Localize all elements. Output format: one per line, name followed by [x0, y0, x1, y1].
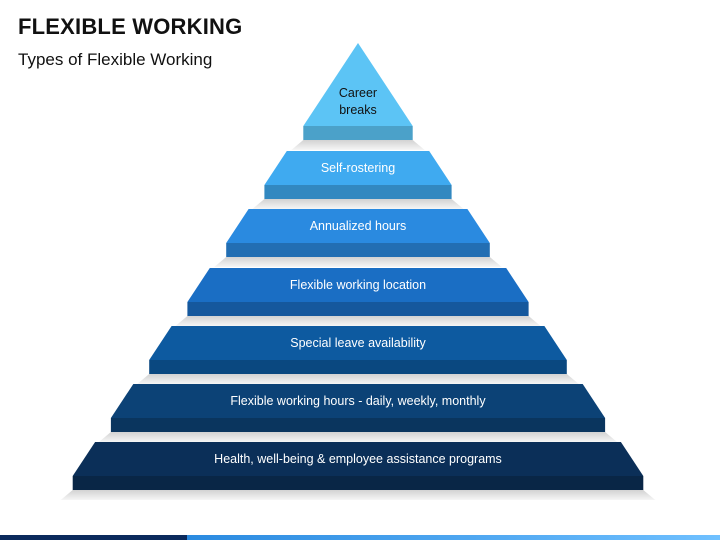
- pyramid-level: Health, well-being & employee assistance…: [60, 442, 656, 500]
- pyramid-level: Annualized hours: [214, 209, 502, 267]
- pyramid-step: [137, 374, 579, 384]
- pyramid-step: [60, 490, 656, 500]
- bottom-accent-bar: [0, 535, 720, 540]
- pyramid-step: [175, 316, 541, 326]
- pyramid-step: [291, 140, 425, 150]
- pyramid-level-band: [264, 185, 452, 199]
- pyramid-step: [252, 199, 464, 209]
- pyramid-level-label: Self-rostering: [321, 161, 395, 175]
- pyramid-step: [98, 432, 618, 442]
- pyramid-level-band: [149, 360, 567, 374]
- pyramid-level: Flexible working location: [175, 268, 541, 326]
- pyramid-level-label: Health, well-being & employee assistance…: [214, 452, 502, 466]
- pyramid-apex-label-line: breaks: [339, 103, 377, 117]
- pyramid-step: [214, 257, 502, 267]
- page-title: FLEXIBLE WORKING: [18, 14, 243, 39]
- pyramid-apex-label-line: Career: [339, 86, 377, 100]
- pyramid-level: Self-rostering: [252, 151, 464, 209]
- pyramid-apex-band: [303, 126, 413, 140]
- pyramid-level-face: [110, 384, 606, 418]
- pyramid-level-face: [187, 268, 529, 302]
- pyramid-level-face: [264, 151, 452, 185]
- pyramid-apex: [303, 43, 413, 126]
- pyramid-level-band: [72, 476, 644, 490]
- pyramid-level-label: Special leave availability: [290, 336, 426, 350]
- pyramid-level-band: [226, 243, 490, 257]
- pyramid-level-face: [226, 209, 490, 243]
- pyramid-level: Flexible working hours - daily, weekly, …: [98, 384, 618, 442]
- pyramid-level-label: Flexible working location: [290, 278, 426, 292]
- pyramid-level-band: [110, 418, 606, 432]
- pyramid-level-band: [187, 302, 529, 316]
- pyramid-level: Special leave availability: [137, 326, 579, 384]
- pyramid-level-label: Annualized hours: [310, 219, 407, 233]
- pyramid-level-face: [149, 326, 567, 360]
- pyramid-level-label: Flexible working hours - daily, weekly, …: [230, 394, 486, 408]
- page-subtitle: Types of Flexible Working: [18, 50, 213, 69]
- pyramid-level-face: [72, 442, 644, 476]
